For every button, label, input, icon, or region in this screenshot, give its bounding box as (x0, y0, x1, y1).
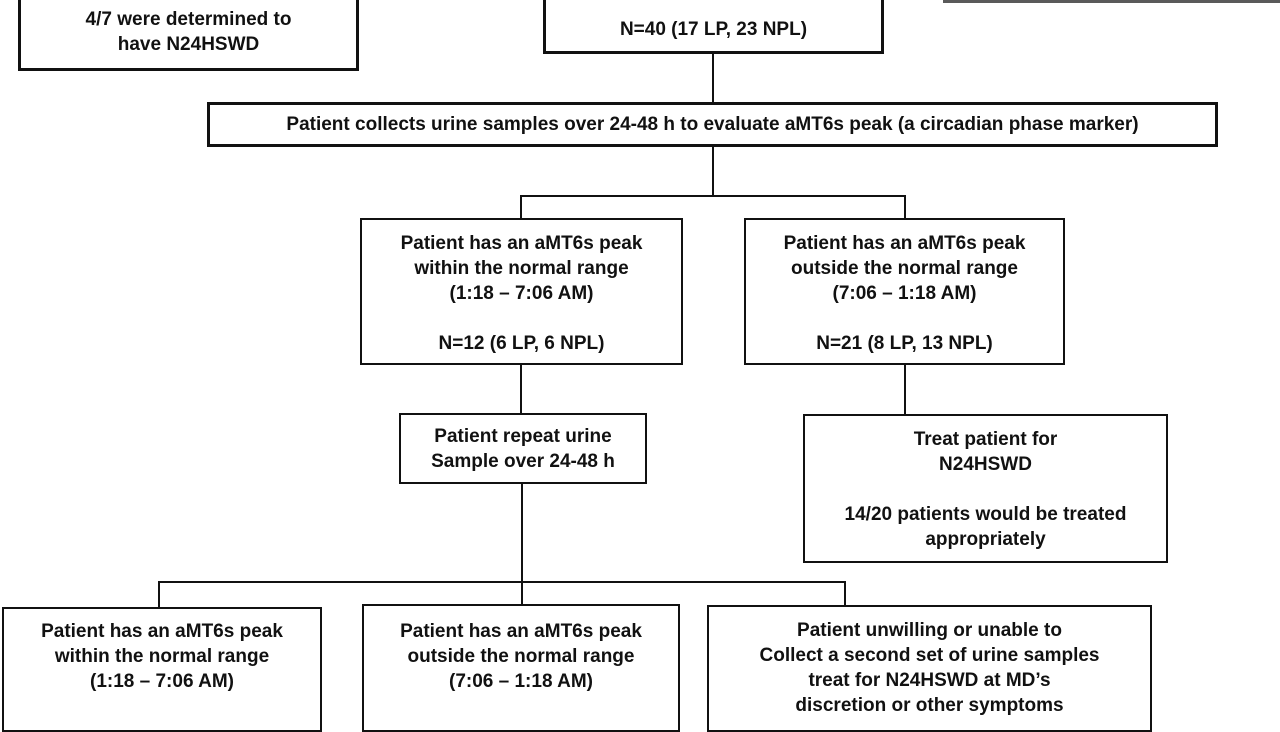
flow-box-text-line: Sample over 24-48 h (431, 450, 615, 472)
flow-box-text-line: N=21 (8 LP, 13 NPL) (816, 333, 993, 354)
flow-box-text-line: (1:18 – 7:06 AM) (449, 283, 594, 304)
flow-box-n40: N=40 (17 LP, 23 NPL) (543, 0, 884, 54)
flow-box-text-line: Patient has an aMT6s peak (41, 621, 283, 642)
connector-to-repeat-within (158, 581, 160, 607)
flow-box-unwilling: Patient unwilling or unable to Collect a… (707, 605, 1152, 732)
flow-box-text-line: have N24HSWD (117, 34, 260, 55)
connector-to-peak-outside (904, 195, 906, 218)
flow-box-text-line: outside the normal range (407, 646, 635, 667)
flow-box-peak-outside: Patient has an aMT6s peak outside the no… (744, 218, 1065, 365)
connector-outside-to-treat (904, 365, 906, 414)
flow-box-text-line: 4/7 were determined to (85, 9, 292, 30)
flow-box-text-line: Collect a second set of urine samples (759, 645, 1100, 666)
flow-box-text-line: appropriately (925, 529, 1046, 550)
connector-to-peak-within (520, 195, 522, 218)
flow-box-text-line: discretion or other symptoms (795, 695, 1064, 716)
connector-collect-stem (712, 147, 714, 196)
connector-within-to-repeat (520, 365, 522, 413)
flow-box-text-line: Patient unwilling or unable to (797, 620, 1062, 641)
flow-box-text-line: Treat patient for (913, 429, 1058, 450)
cutoff-top-strip (943, 0, 1280, 3)
flow-box-text-line: within the normal range (54, 646, 270, 667)
flow-box-text-line: (7:06 – 1:18 AM) (449, 671, 593, 692)
flow-box-text-line: 14/20 patients would be treated (844, 504, 1127, 525)
flow-box-text-line: Patient has an aMT6s peak (400, 233, 643, 254)
flow-box-repeat-within: Patient has an aMT6s peak within the nor… (2, 607, 322, 732)
connector-n40-to-collect (712, 54, 714, 102)
flow-box-peak-within: Patient has an aMT6s peak within the nor… (360, 218, 683, 365)
connector-branch-bottom (158, 581, 846, 583)
connector-to-repeat-outside (521, 581, 523, 604)
flow-box-text-line: treat for N24HSWD at MD’s (808, 670, 1051, 691)
flow-box-repeat-urine: Patient repeat urine Sample over 24-48 h (399, 413, 647, 484)
flow-box-text-line: (7:06 – 1:18 AM) (832, 283, 977, 304)
flow-box-text-line: N=40 (17 LP, 23 NPL) (619, 19, 808, 40)
flow-box-determined: 4/7 were determined to have N24HSWD (18, 0, 359, 71)
flow-box-text-line: within the normal range (414, 258, 629, 279)
flow-box-text-line: outside the normal range (791, 258, 1018, 279)
connector-branch-top (520, 195, 906, 197)
connector-to-unwilling (844, 581, 846, 605)
connector-repeat-stem (521, 484, 523, 583)
flow-box-text-line: Patient repeat urine (434, 425, 612, 447)
flow-box-text-line: (1:18 – 7:06 AM) (90, 671, 234, 692)
flow-box-collect-urine: Patient collects urine samples over 24-4… (207, 102, 1218, 147)
flow-box-text-line: N=12 (6 LP, 6 NPL) (438, 333, 605, 354)
flow-box-text-line: Patient has an aMT6s peak (400, 621, 642, 642)
flow-box-text-line: Patient collects urine samples over 24-4… (286, 114, 1139, 135)
flow-box-text-line: N24HSWD (939, 454, 1032, 475)
flow-box-text-line: Patient has an aMT6s peak (783, 233, 1026, 254)
flow-box-treat: Treat patient for N24HSWD 14/20 patients… (803, 414, 1168, 563)
flow-box-repeat-outside: Patient has an aMT6s peak outside the no… (362, 604, 680, 732)
